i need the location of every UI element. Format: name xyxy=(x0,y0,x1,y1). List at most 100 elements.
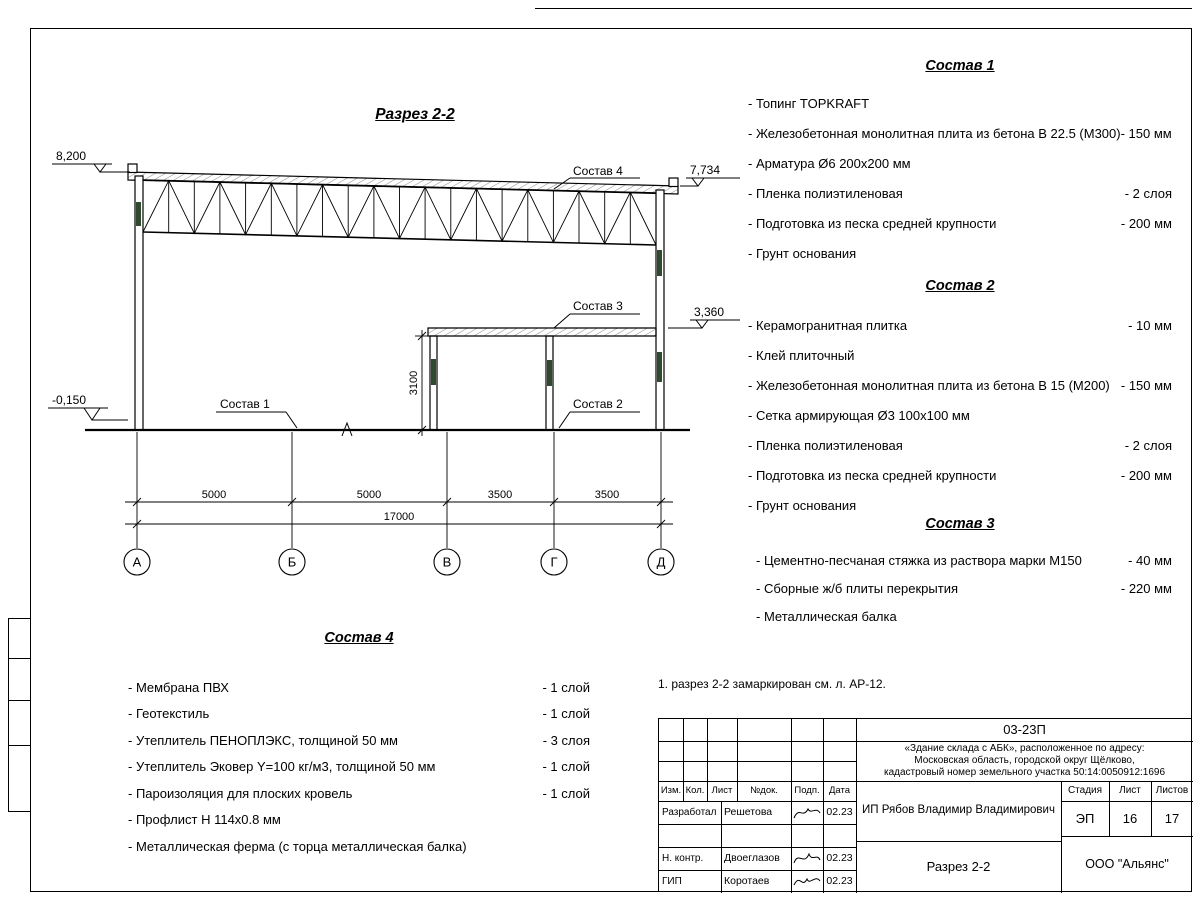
list-item: - Пароизоляция для плоских кровель - 1 сл… xyxy=(128,780,590,807)
callout-sostav-1: Состав 1 xyxy=(220,397,270,411)
sheets-value: 17 xyxy=(1164,810,1180,826)
date-gip: 02.23 xyxy=(826,875,853,888)
dim-span-3: 3500 xyxy=(488,489,512,501)
dim-total: 17000 xyxy=(384,511,415,523)
item-text: - Металлическая ферма (с торца металличе… xyxy=(128,838,467,854)
list-item: - Топинг TOPKRAFT xyxy=(748,88,1172,118)
section-title: Разрез 2-2 xyxy=(375,106,455,123)
margin-strip-divider xyxy=(8,700,30,702)
signature-gip xyxy=(791,870,823,893)
list-item: - Утеплитель ПЕНОПЛЭКС, толщиной 50 мм - … xyxy=(128,727,590,754)
item-text: - Пароизоляция для плоских кровель xyxy=(128,785,353,801)
sheets-label: Листов xyxy=(1155,785,1189,796)
company-name: ООО "Альянс" xyxy=(1085,857,1169,871)
header-ndok: №док. xyxy=(750,785,778,797)
composition-4-list: Состав 4 - Мембрана ПВХ- 1 слой - Геотек… xyxy=(128,630,590,860)
elevation-floor: -0,150 xyxy=(52,393,86,407)
project-description: «Здание склада с АБК», расположенное по … xyxy=(856,741,1193,781)
item-value: - 40 мм xyxy=(1128,552,1172,568)
project-line-1: «Здание склада с АБК», расположенное по … xyxy=(904,743,1145,754)
list-item: - Грунт основания xyxy=(748,238,1172,268)
axis-bubbles: А Б В Г Д xyxy=(123,548,675,576)
axis-b: Б xyxy=(288,555,297,570)
margin-strip-divider xyxy=(8,745,30,747)
floor-line xyxy=(85,421,690,437)
list-item: - Цементно-песчаная стяжка из раствора м… xyxy=(748,546,1172,574)
composition-2-title: Состав 2 xyxy=(925,278,995,294)
item-text: - Железобетонная монолитная плита из бет… xyxy=(748,125,1172,141)
item-text: - Топинг TOPKRAFT xyxy=(748,95,870,111)
item-value: - 10 мм xyxy=(1128,317,1172,333)
list-item: - Железобетонная монолитная плита из бет… xyxy=(748,118,1172,148)
list-item: - Сборные ж/б плиты перекрытия- 220 мм xyxy=(748,574,1172,602)
item-value: - 2 слоя xyxy=(1124,185,1172,201)
drawing-name: Разрез 2-2 xyxy=(926,859,991,875)
item-value: - 3 слоя xyxy=(542,732,590,748)
item-value: - 200 мм xyxy=(1120,467,1172,483)
role-gip: ГИП xyxy=(662,875,682,887)
item-value: - 150 мм xyxy=(1120,377,1172,393)
list-item: - Клей плиточный xyxy=(748,340,1172,370)
paper-edge xyxy=(535,8,1192,10)
list-item: - Железобетонная монолитная плита из бет… xyxy=(748,370,1172,400)
item-text: - Керамогранитная плитка xyxy=(748,317,908,333)
sheet-frame xyxy=(30,28,1192,892)
elevation-marks: 8,200 7,734 3,360 -0,150 xyxy=(48,149,740,421)
list-item: - Металлическая ферма (с торца металличе… xyxy=(128,833,590,860)
sheet-value: 16 xyxy=(1122,810,1138,826)
title-block: 03-23П «Здание склада с АБК», расположен… xyxy=(658,718,1193,893)
item-text: - Пленка полиэтиленовая xyxy=(748,437,903,453)
mezzanine-slab xyxy=(427,327,657,337)
signature-icon xyxy=(793,807,821,818)
role-ncontrol: Н. контр. xyxy=(662,852,704,864)
composition-1-list: Состав 1 - Топинг TOPKRAFT - Железобетон… xyxy=(748,58,1172,268)
sheet-label: Лист xyxy=(1119,785,1141,796)
header-podp: Подп. xyxy=(794,785,820,797)
stage-label: Стадия xyxy=(1067,785,1103,796)
margin-strip-divider xyxy=(8,811,30,813)
axis-a: А xyxy=(133,555,142,570)
name-gip: Коротаев xyxy=(724,875,770,888)
column-axis-d xyxy=(655,189,665,431)
beam-marks xyxy=(136,202,662,386)
item-text: - Железобетонная монолитная плита из бет… xyxy=(748,377,1110,393)
callout-sostav-2: Состав 2 xyxy=(573,397,623,411)
axis-g: Г xyxy=(550,555,557,570)
item-text: - Утеплитель ПЕНОПЛЭКС, толщиной 50 мм xyxy=(128,732,398,748)
dim-span-2: 5000 xyxy=(357,489,381,501)
role-developer: Разработал xyxy=(662,806,717,818)
date-developer: 02.23 xyxy=(826,806,853,819)
stage-value: ЭП xyxy=(1075,810,1095,826)
axis-d: Д xyxy=(657,555,666,570)
item-text: - Арматура Ø6 200х200 мм xyxy=(748,155,911,171)
section-drawing: 8,200 7,734 3,360 -0,150 Состав 4 Состав… xyxy=(48,149,740,576)
roof-slab xyxy=(127,163,679,195)
elevation-roof-left: 8,200 xyxy=(56,149,86,163)
signature-ncontrol xyxy=(791,847,823,870)
item-text: - Геотекстиль xyxy=(128,706,210,722)
composition-3-list: Состав 3 - Цементно-песчаная стяжка из р… xyxy=(748,516,1172,630)
list-item: - Арматура Ø6 200х200 мм xyxy=(748,148,1172,178)
list-item: - Пленка полиэтиленовая- 2 слоя xyxy=(748,178,1172,208)
list-item: - Грунт основания xyxy=(748,490,1172,520)
item-value: - 200 мм xyxy=(1120,215,1172,231)
composition-2-list: Состав 2 - Керамогранитная плитка - 10 мм… xyxy=(748,278,1172,520)
dim-span-4: 3500 xyxy=(595,489,619,501)
signature-icon xyxy=(793,852,821,863)
item-text: - Грунт основания xyxy=(748,245,857,261)
item-value: - 2 слоя xyxy=(1124,437,1172,453)
list-item: - Пленка полиэтиленовая - 2 слоя xyxy=(748,430,1172,460)
signature-icon xyxy=(793,877,821,885)
item-text: - Клей плиточный xyxy=(748,347,855,363)
composition-4-title: Состав 4 xyxy=(324,630,394,646)
header-kol: Кол. xyxy=(685,785,705,797)
item-text: - Металлическая балка xyxy=(756,608,897,624)
project-line-2: Московская область, городской округ Щёлк… xyxy=(914,755,1135,766)
item-value: - 220 мм xyxy=(1120,580,1172,596)
dim-3100: 3100 xyxy=(408,371,420,395)
client-name: ИП Рябов Владимир Владимирович xyxy=(862,804,1055,817)
header-izm: Изм. xyxy=(660,785,682,797)
item-text: - Утеплитель Эковер Y=100 кг/м3, толщино… xyxy=(128,759,436,775)
item-value: - 1 слой xyxy=(542,785,590,801)
list-item: - Сетка армирующая Ø3 100х100 мм xyxy=(748,400,1172,430)
